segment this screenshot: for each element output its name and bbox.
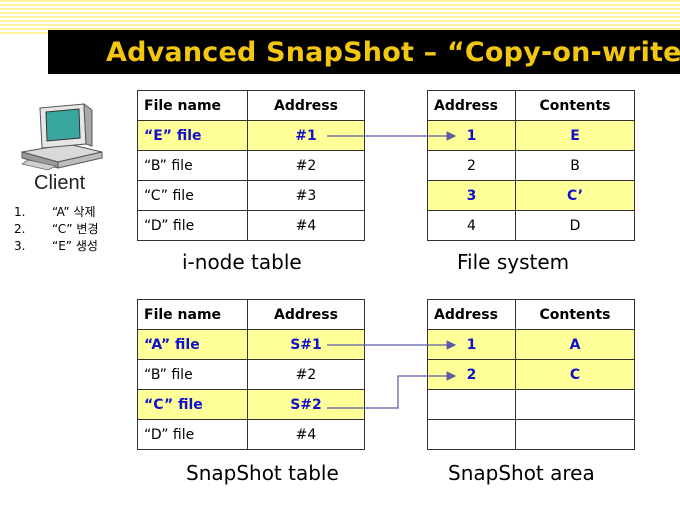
address-cell: 2 xyxy=(427,150,516,181)
file-name-cell: “E” file xyxy=(137,120,248,151)
file-name-cell: “C” file xyxy=(137,180,248,211)
snapshot-area-table: Address Contents 1 A 2 C xyxy=(427,299,635,450)
client-label: Client xyxy=(34,172,86,194)
address-cell: 1 xyxy=(427,329,516,360)
file-system-table: Address Contents 1 E 2 B 3 C’ 4 D xyxy=(427,90,635,241)
file-system-caption: File system xyxy=(457,250,570,274)
file-name-cell: “D” file xyxy=(137,210,248,241)
contents-cell xyxy=(515,389,635,420)
table-row: 2 B xyxy=(427,150,635,181)
table-row: “B” file #2 xyxy=(137,150,365,181)
header-stripes xyxy=(0,0,680,34)
snapshot-table-caption: SnapShot table xyxy=(186,461,339,485)
contents-cell: C’ xyxy=(515,180,635,211)
table-row: “B” file #2 xyxy=(137,359,365,390)
contents-cell xyxy=(515,419,635,450)
snapshot-area-caption: SnapShot area xyxy=(448,461,595,485)
table-header-row: File name Address xyxy=(137,90,365,121)
file-name-cell: “A” file xyxy=(137,329,248,360)
contents-cell: D xyxy=(515,210,635,241)
contents-cell: C xyxy=(515,359,635,390)
table-row: “C” file #3 xyxy=(137,180,365,211)
column-header: Contents xyxy=(515,299,635,330)
title-bar xyxy=(48,30,680,74)
inode-table: File name Address “E” file #1 “B” file #… xyxy=(137,90,365,241)
client-operations: 1.“A” 삭제 2.“C” 변경 3.“E” 생성 xyxy=(14,204,99,255)
operation-item: 2.“C” 변경 xyxy=(14,222,99,236)
slide-title: Advanced SnapShot – “Copy-on-write” xyxy=(106,37,680,68)
address-cell xyxy=(427,389,516,420)
table-row: 1 A xyxy=(427,329,635,360)
table-row: 2 C xyxy=(427,359,635,390)
table-row: 4 D xyxy=(427,210,635,241)
contents-cell: E xyxy=(515,120,635,151)
table-row: “D” file #4 xyxy=(137,419,365,450)
operation-item: 1.“A” 삭제 xyxy=(14,205,96,219)
table-header-row: Address Contents xyxy=(427,299,635,330)
column-header: Address xyxy=(427,90,516,121)
arrow-s2-to-2 xyxy=(327,371,457,409)
address-cell: #4 xyxy=(247,419,365,450)
address-cell xyxy=(427,419,516,450)
inode-table-caption: i-node table xyxy=(182,250,302,274)
column-header: Address xyxy=(427,299,516,330)
address-cell: #2 xyxy=(247,150,365,181)
computer-icon xyxy=(21,102,103,171)
file-name-cell: “D” file xyxy=(137,419,248,450)
table-row xyxy=(427,419,635,450)
address-cell: 4 xyxy=(427,210,516,241)
contents-cell: A xyxy=(515,329,635,360)
address-cell: S#2 xyxy=(247,389,365,420)
operation-item: 3.“E” 생성 xyxy=(14,239,98,253)
snapshot-table: File name Address “A” file S#1 “B” file … xyxy=(137,299,365,450)
file-name-cell: “B” file xyxy=(137,150,248,181)
address-cell: #3 xyxy=(247,180,365,211)
table-row xyxy=(427,389,635,420)
address-cell: #2 xyxy=(247,359,365,390)
table-row: “D” file #4 xyxy=(137,210,365,241)
address-cell: #4 xyxy=(247,210,365,241)
table-header-row: Address Contents xyxy=(427,90,635,121)
column-header: Address xyxy=(247,90,365,121)
